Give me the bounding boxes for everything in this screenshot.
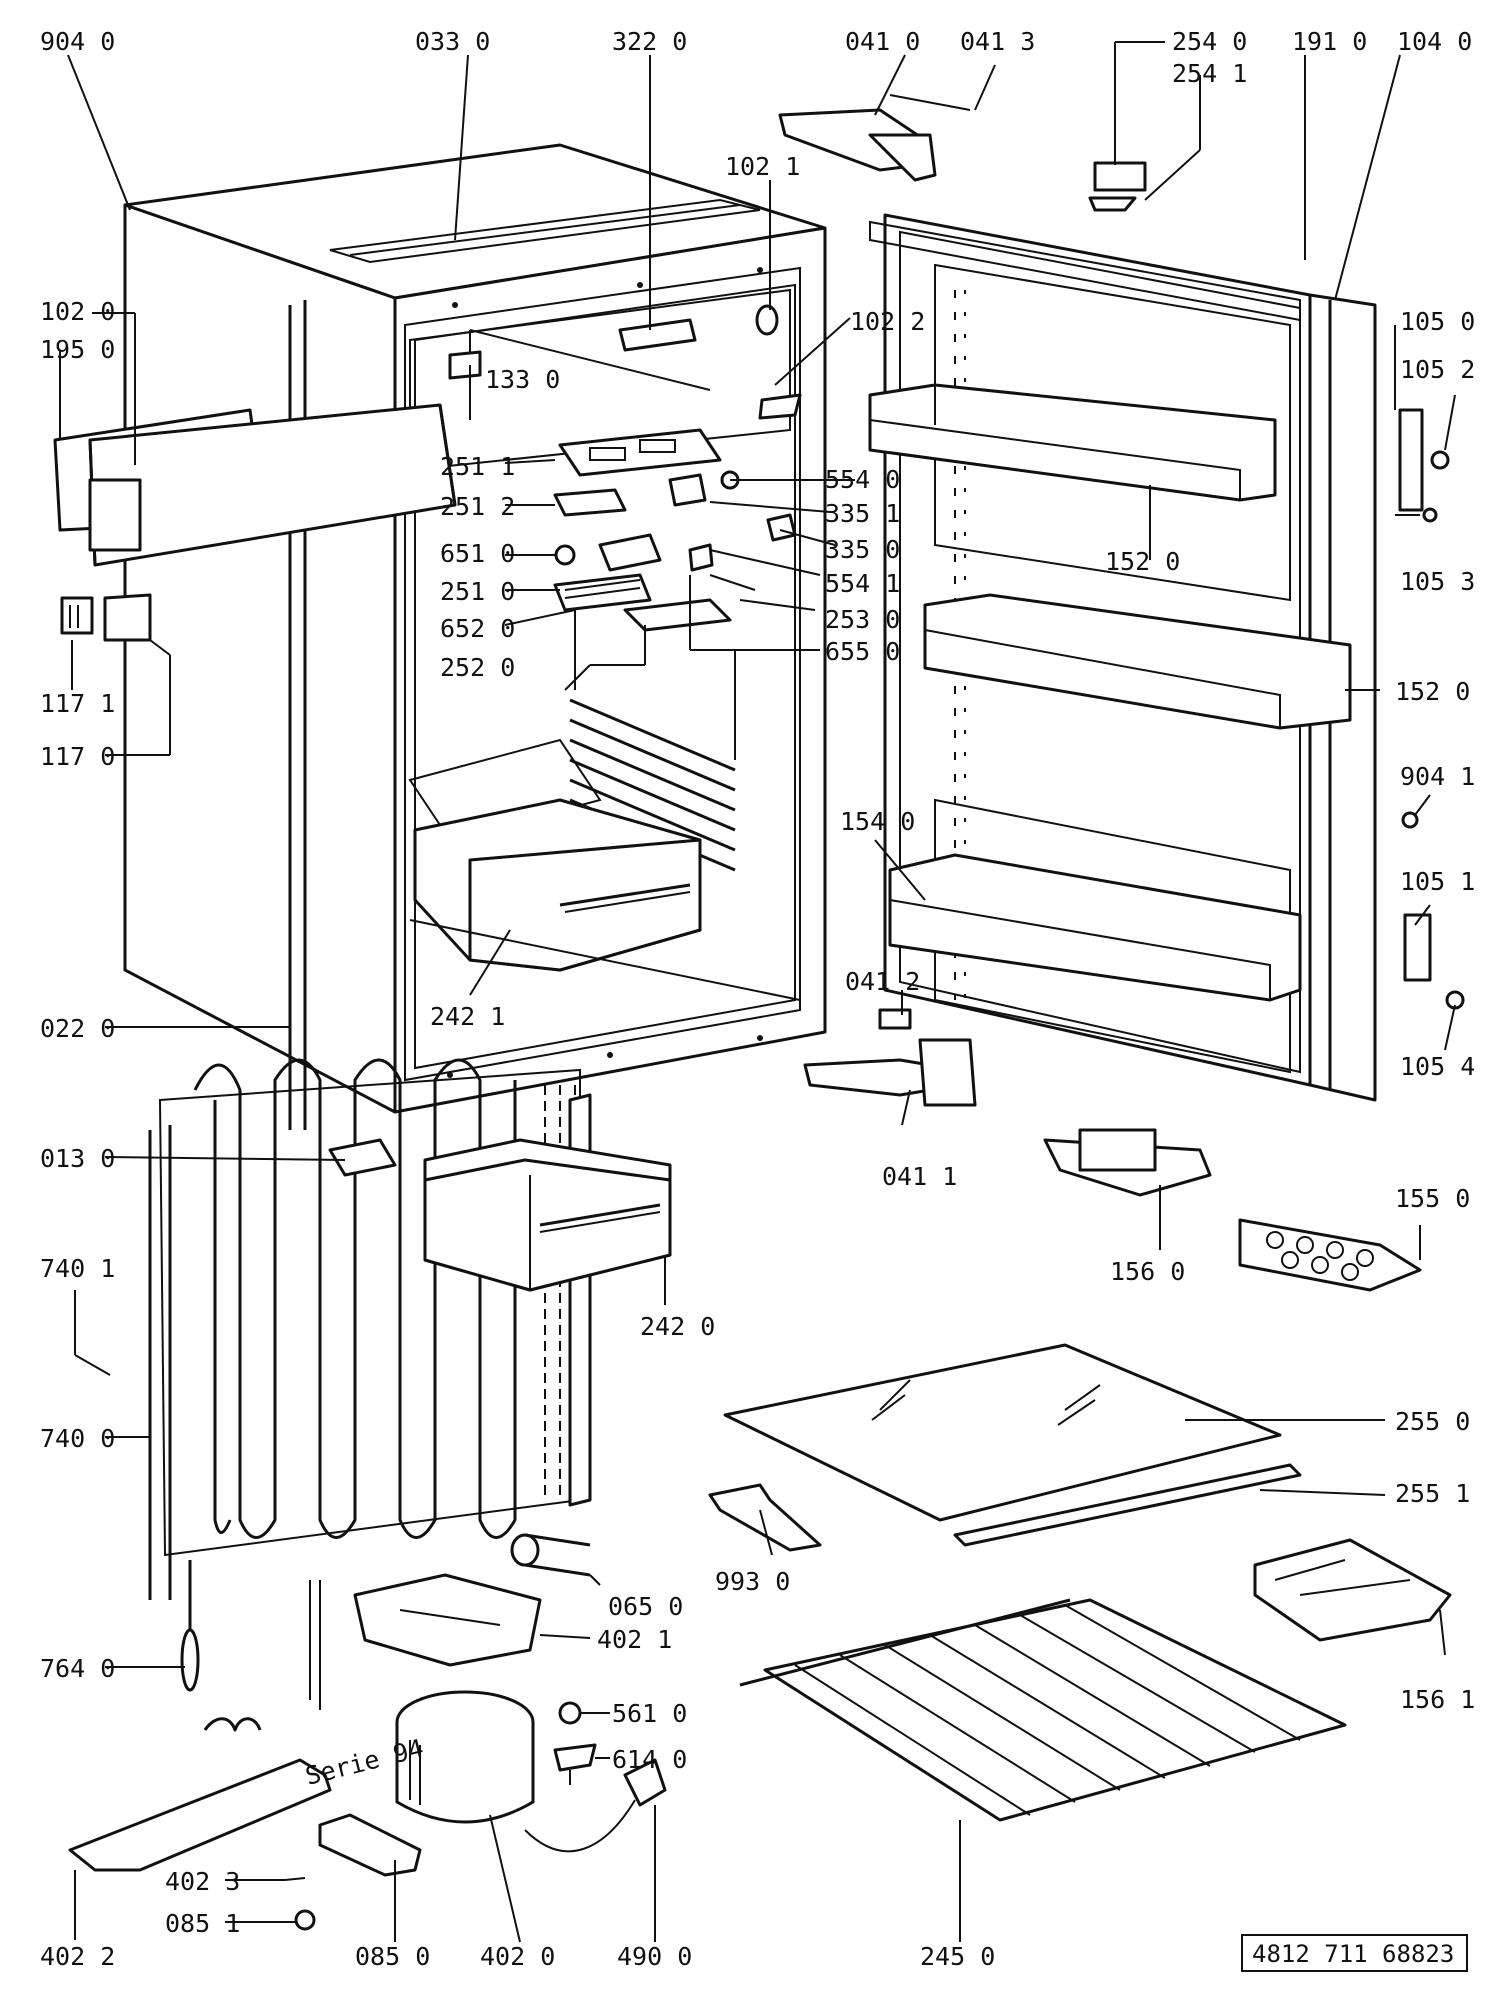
label-117-1: 117 1 — [40, 689, 115, 718]
label-013-0: 013 0 — [40, 1144, 115, 1173]
label-254-0: 254 0 — [1172, 27, 1247, 56]
label-105-4: 105 4 — [1400, 1052, 1475, 1081]
label-085-0: 085 0 — [355, 1942, 430, 1971]
label-156-0: 156 0 — [1110, 1257, 1185, 1286]
label-102-1: 102 1 — [725, 152, 800, 181]
label-554-1: 554 1 — [825, 569, 900, 598]
label-155-0: 155 0 — [1395, 1184, 1470, 1213]
label-740-1: 740 1 — [40, 1254, 115, 1283]
label-154-0: 154 0 — [840, 807, 915, 836]
label-041-3: 041 3 — [960, 27, 1035, 56]
label-152-0-middle: 152 0 — [1395, 677, 1470, 706]
label-191-0: 191 0 — [1292, 27, 1367, 56]
label-133-0: 133 0 — [485, 365, 560, 394]
label-740-0: 740 0 — [40, 1424, 115, 1453]
accessories — [708, 1128, 1452, 1822]
label-104-0: 104 0 — [1397, 27, 1472, 56]
label-242-0: 242 0 — [640, 1312, 715, 1341]
label-102-0: 102 0 — [40, 297, 115, 326]
label-402-0: 402 0 — [480, 1942, 555, 1971]
label-993-0: 993 0 — [715, 1567, 790, 1596]
control-panel — [53, 403, 457, 567]
label-152-0-upper: 152 0 — [1105, 547, 1180, 576]
label-651-0: 651 0 — [440, 539, 515, 568]
label-105-3: 105 3 — [1400, 567, 1475, 596]
label-041-1: 041 1 — [882, 1162, 957, 1191]
label-251-1: 251 1 — [440, 452, 515, 481]
crisper-drawer — [423, 1138, 672, 1292]
label-245-0: 245 0 — [920, 1942, 995, 1971]
label-402-2: 402 2 — [40, 1942, 115, 1971]
label-490-0: 490 0 — [617, 1942, 692, 1971]
document-code: 4812 711 68823 — [1252, 1940, 1454, 1968]
label-904-0: 904 0 — [40, 27, 115, 56]
label-041-0: 041 0 — [845, 27, 920, 56]
label-255-0: 255 0 — [1395, 1407, 1470, 1436]
label-251-2: 251 2 — [440, 492, 515, 521]
document-code-box: 4812 711 68823 — [1241, 1934, 1468, 1972]
door-fittings — [1088, 161, 1465, 1010]
label-065-0: 065 0 — [608, 1592, 683, 1621]
label-554-0: 554 0 — [825, 465, 900, 494]
label-195-0: 195 0 — [40, 335, 115, 364]
label-254-1: 254 1 — [1172, 59, 1247, 88]
label-251-0: 251 0 — [440, 577, 515, 606]
fridge-door — [868, 213, 1377, 1102]
compressor-assembly: Serie 94 — [68, 1533, 667, 1931]
label-652-0: 652 0 — [440, 614, 515, 643]
label-041-2: 041 2 — [845, 967, 920, 996]
label-255-1: 255 1 — [1395, 1479, 1470, 1508]
label-252-0: 252 0 — [440, 653, 515, 682]
label-614-0: 614 0 — [612, 1745, 687, 1774]
label-022-0: 022 0 — [40, 1014, 115, 1043]
label-105-0: 105 0 — [1400, 307, 1475, 336]
label-402-1: 402 1 — [597, 1625, 672, 1654]
label-655-0: 655 0 — [825, 637, 900, 666]
label-105-1: 105 1 — [1400, 867, 1475, 896]
label-764-0: 764 0 — [40, 1654, 115, 1683]
leader-lines — [59, 41, 1456, 1943]
label-253-0: 253 0 — [825, 605, 900, 634]
label-402-3: 402 3 — [165, 1867, 240, 1896]
label-335-1: 335 1 — [825, 499, 900, 528]
label-105-2: 105 2 — [1400, 355, 1475, 384]
label-102-2: 102 2 — [850, 307, 925, 336]
switch-components-117 — [60, 593, 152, 642]
label-085-1: 085 1 — [165, 1909, 240, 1938]
label-117-0: 117 0 — [40, 742, 115, 771]
part-labels: 904 0 033 0 322 0 041 0 041 3 254 0 254 … — [40, 27, 1475, 1971]
label-156-1: 156 1 — [1400, 1685, 1475, 1714]
hinges — [778, 94, 977, 1107]
label-561-0: 561 0 — [612, 1699, 687, 1728]
label-335-0: 335 0 — [825, 535, 900, 564]
label-904-1: 904 1 — [1400, 762, 1475, 791]
label-242-1: 242 1 — [430, 1002, 505, 1031]
label-033-0: 033 0 — [415, 27, 490, 56]
label-322-0: 322 0 — [612, 27, 687, 56]
